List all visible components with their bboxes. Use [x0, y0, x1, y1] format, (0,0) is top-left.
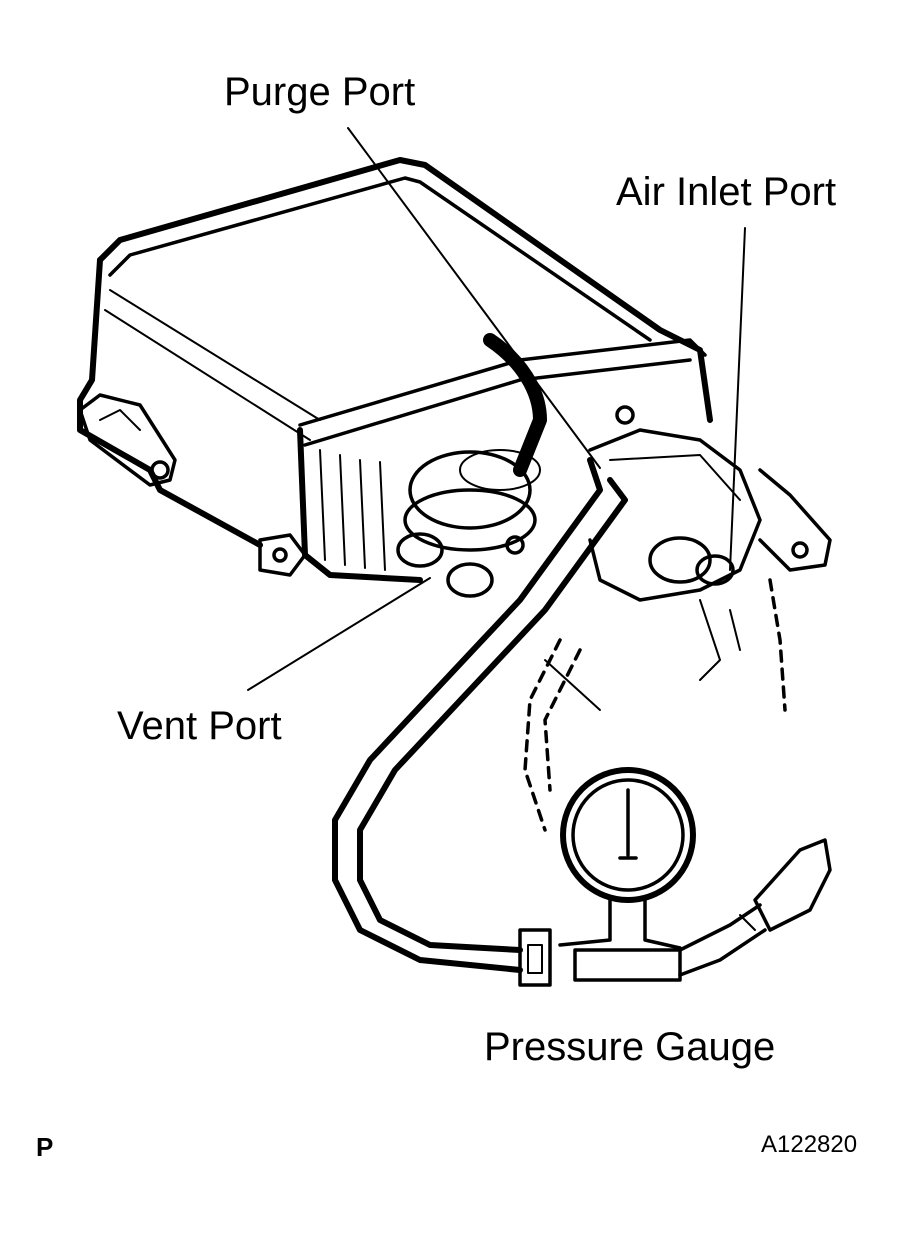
air-inlet-port-leader — [729, 227, 746, 571]
pressure-gauge-illustration — [518, 767, 832, 987]
mounting-tab-bottom — [258, 533, 307, 577]
air-inlet-dashed-hose — [523, 578, 787, 832]
valve-housing — [396, 405, 762, 602]
vent-port-leader — [247, 577, 431, 691]
figure-id: A122820 — [761, 1131, 858, 1158]
canister-body — [77, 157, 713, 583]
mounting-tab-left — [78, 393, 177, 487]
mounting-tab-right — [758, 468, 832, 572]
air-inlet-port-label: Air Inlet Port — [616, 170, 837, 214]
purge-port-label: Purge Port — [224, 70, 416, 114]
pressure-gauge-label: Pressure Gauge — [484, 1025, 776, 1069]
corner-mark: P — [36, 1132, 54, 1162]
purge-port-leader — [347, 127, 601, 469]
purge-port-hose — [483, 333, 547, 477]
gauge-hose — [332, 457, 628, 973]
vent-port-label: Vent Port — [117, 704, 282, 748]
